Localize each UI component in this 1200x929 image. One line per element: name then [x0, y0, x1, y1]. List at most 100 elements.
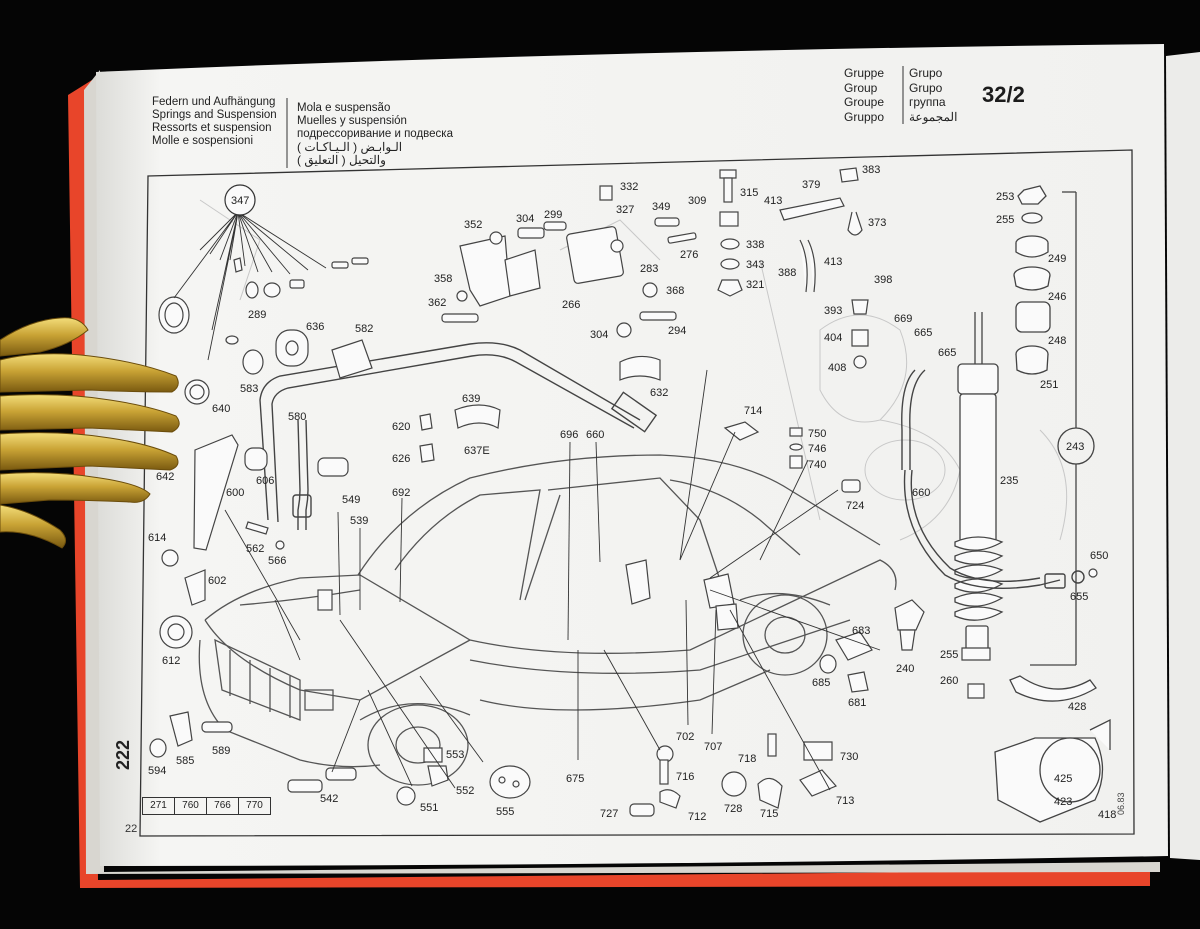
callout-692: 692	[392, 487, 410, 499]
callout-235: 235	[1000, 475, 1018, 487]
ref-cell: 770	[246, 800, 263, 811]
callout-642: 642	[156, 471, 174, 483]
callout-585: 585	[176, 755, 194, 767]
callout-582: 582	[355, 323, 373, 335]
callout-276: 276	[680, 249, 698, 261]
group-label-german: Gruppe	[844, 66, 885, 80]
diagram-frame	[139, 149, 1135, 837]
title-arabic-1: الـوابـض ( الـيـاكـات )	[297, 140, 403, 154]
callout-685: 685	[812, 677, 830, 689]
left-side-parts	[149, 257, 531, 806]
reference-cells: 271 760 766 770	[142, 797, 271, 815]
callout-665b: 665	[938, 347, 956, 359]
callout-620: 620	[392, 421, 410, 433]
shock-absorber-strut	[954, 312, 1004, 657]
callout-309: 309	[688, 195, 706, 207]
callout-413a: 413	[764, 195, 782, 207]
callout-600: 600	[226, 487, 244, 499]
group-code: 32/2	[982, 82, 1025, 107]
callout-294: 294	[668, 325, 686, 337]
group-labels-left: Gruppe Group Groupe Gruppo	[844, 66, 884, 124]
title-french: Ressorts et suspension	[152, 122, 272, 134]
date-code: 06.83	[1116, 792, 1126, 815]
rear-mount-bracket	[994, 675, 1111, 823]
callout-388: 388	[778, 267, 796, 279]
callout-393: 393	[824, 305, 842, 317]
brass-page-holder	[0, 317, 180, 549]
callout-362: 362	[428, 297, 446, 309]
callout-243: 243	[1066, 441, 1084, 453]
callout-669: 669	[894, 313, 912, 325]
lower-right-parts	[625, 559, 1098, 817]
linkage-parts	[419, 167, 869, 493]
callout-383: 383	[862, 164, 880, 176]
callout-683: 683	[852, 625, 870, 637]
callout-696: 696	[560, 429, 578, 441]
callout-632: 632	[650, 387, 668, 399]
section-titles-right: Mola e suspensão Muelles y suspensión по…	[297, 102, 453, 167]
callout-338: 338	[746, 239, 764, 251]
callout-614: 614	[148, 532, 166, 544]
callout-numbers: 347 332 327 349 309 315 413 379 383 373 …	[148, 164, 1116, 823]
group-labels-right: Grupo Grupo группа المجموعة	[909, 66, 957, 124]
group-label-arabic: المجموعة	[909, 109, 958, 124]
callout-321: 321	[746, 279, 764, 291]
callout-428: 428	[1068, 701, 1086, 713]
group-label-italian: Gruppo	[844, 109, 885, 124]
callout-379: 379	[802, 179, 820, 191]
callout-589: 589	[212, 745, 230, 757]
callout-425: 425	[1054, 773, 1072, 785]
callout-255a: 255	[996, 214, 1014, 226]
callout-299: 299	[544, 209, 562, 221]
leader-lines	[173, 211, 881, 791]
next-page-edge	[1166, 52, 1200, 860]
callout-347: 347	[231, 195, 249, 207]
callout-255b: 255	[940, 649, 958, 661]
title-portuguese: Mola e suspensão	[297, 102, 391, 114]
callout-580: 580	[288, 411, 306, 423]
callout-716: 716	[676, 771, 694, 783]
callout-358: 358	[434, 273, 452, 285]
callout-315: 315	[740, 187, 758, 199]
callout-566: 566	[268, 555, 286, 567]
hydraulic-line	[901, 369, 1085, 589]
callout-746: 746	[808, 443, 826, 455]
callout-349: 349	[652, 201, 670, 213]
callout-660b: 660	[912, 487, 930, 499]
callout-398: 398	[874, 274, 892, 286]
callout-612: 612	[162, 655, 180, 667]
callout-266: 266	[562, 299, 580, 311]
title-german: Federn und Aufhängung	[152, 96, 276, 108]
callout-283: 283	[640, 263, 658, 275]
callout-423: 423	[1054, 796, 1072, 808]
callout-583: 583	[240, 383, 258, 395]
title-english: Springs and Suspension	[152, 109, 277, 121]
callout-637e: 637E	[464, 445, 490, 457]
callout-594: 594	[148, 765, 166, 777]
title-italian: Molle e sospensioni	[152, 135, 254, 147]
callout-413b: 413	[824, 256, 842, 268]
callout-551: 551	[420, 802, 438, 814]
callout-606: 606	[256, 475, 274, 487]
title-russian: подрессоривание и подвеска	[297, 128, 453, 140]
callout-724: 724	[846, 500, 864, 512]
car-body	[198, 454, 897, 786]
callout-718: 718	[738, 753, 756, 765]
group-label-french: Groupe	[844, 95, 885, 109]
callout-539: 539	[350, 515, 368, 527]
callout-552: 552	[456, 785, 474, 797]
title-arabic-2: والتحيل ( التعليق )	[297, 153, 386, 167]
callout-332: 332	[620, 181, 638, 193]
callout-740: 740	[808, 459, 826, 471]
callout-418: 418	[1098, 809, 1116, 821]
callout-408: 408	[828, 362, 846, 374]
callout-714: 714	[744, 405, 762, 417]
callout-750: 750	[808, 428, 826, 440]
strut-mount-parts	[1013, 185, 1095, 666]
ref-cell: 760	[175, 798, 207, 814]
page-number: 222	[113, 739, 133, 770]
group-label-portuguese: Grupo	[909, 66, 943, 80]
callout-248: 248	[1048, 335, 1066, 347]
callout-681: 681	[848, 697, 866, 709]
group-label-english: Group	[844, 80, 878, 95]
